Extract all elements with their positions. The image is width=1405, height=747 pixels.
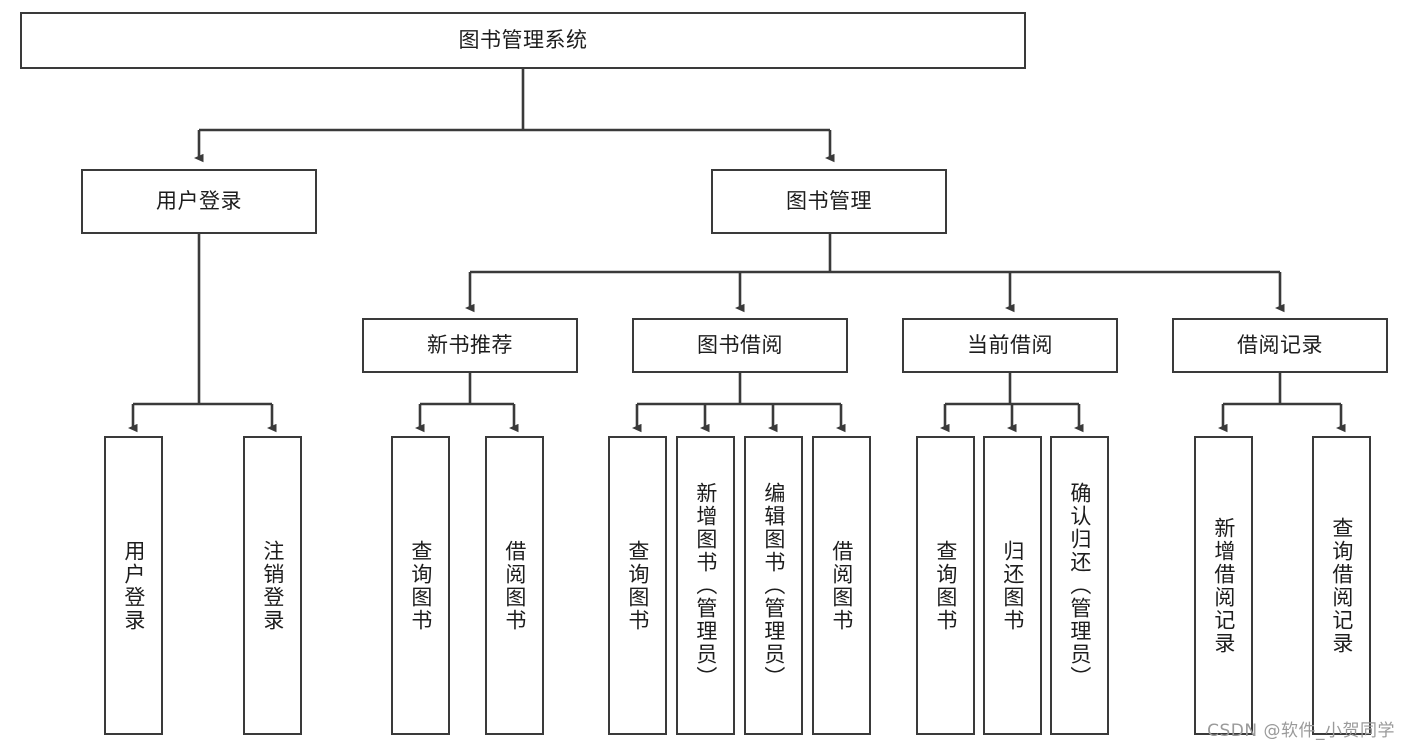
leaf-current-borrow-return[interactable]: 归还图书 xyxy=(983,436,1042,735)
leaf-current-borrow-confirm-return[interactable]: 确认归还（管理员） xyxy=(1050,436,1109,735)
watermark-text: CSDN @软件_小贺同学 xyxy=(1207,721,1395,741)
leaf-user-login-login[interactable]: 用户登录 xyxy=(104,436,163,735)
leaf-label: 查询图书 xyxy=(933,539,958,632)
leaf-new-book-query[interactable]: 查询图书 xyxy=(391,436,450,735)
leaf-new-book-borrow[interactable]: 借阅图书 xyxy=(485,436,544,735)
leaf-book-borrow-borrow[interactable]: 借阅图书 xyxy=(812,436,871,735)
leaf-user-login-logout[interactable]: 注销登录 xyxy=(243,436,302,735)
leaf-label: 注销登录 xyxy=(260,539,285,632)
node-new-book-recommend-label: 新书推荐 xyxy=(427,333,513,358)
leaf-label: 新增借阅记录 xyxy=(1211,516,1236,655)
node-book-management-label: 图书管理 xyxy=(786,189,872,214)
node-current-borrow[interactable]: 当前借阅 xyxy=(902,318,1118,373)
node-borrow-record[interactable]: 借阅记录 xyxy=(1172,318,1388,373)
node-book-borrow-label: 图书借阅 xyxy=(697,333,783,358)
leaf-label: 借阅图书 xyxy=(829,539,854,632)
leaf-label: 用户登录 xyxy=(121,539,146,632)
leaf-borrow-record-add[interactable]: 新增借阅记录 xyxy=(1194,436,1253,735)
leaf-book-borrow-edit[interactable]: 编辑图书（管理员） xyxy=(744,436,803,735)
node-user-login[interactable]: 用户登录 xyxy=(81,169,317,234)
node-current-borrow-label: 当前借阅 xyxy=(967,333,1053,358)
node-new-book-recommend[interactable]: 新书推荐 xyxy=(362,318,578,373)
node-book-management[interactable]: 图书管理 xyxy=(711,169,947,234)
leaf-borrow-record-query[interactable]: 查询借阅记录 xyxy=(1312,436,1371,735)
node-book-borrow[interactable]: 图书借阅 xyxy=(632,318,848,373)
leaf-label: 新增图书（管理员） xyxy=(693,482,718,689)
leaf-label: 编辑图书（管理员） xyxy=(761,482,786,689)
leaf-label: 归还图书 xyxy=(1000,539,1025,632)
leaf-book-borrow-add[interactable]: 新增图书（管理员） xyxy=(676,436,735,735)
node-borrow-record-label: 借阅记录 xyxy=(1237,333,1323,358)
node-root[interactable]: 图书管理系统 xyxy=(20,12,1026,69)
leaf-label: 借阅图书 xyxy=(502,539,527,632)
node-root-label: 图书管理系统 xyxy=(458,28,588,53)
leaf-current-borrow-query[interactable]: 查询图书 xyxy=(916,436,975,735)
node-user-login-label: 用户登录 xyxy=(156,189,242,214)
leaf-label: 查询借阅记录 xyxy=(1329,516,1354,655)
leaf-label: 查询图书 xyxy=(408,539,433,632)
leaf-book-borrow-query[interactable]: 查询图书 xyxy=(608,436,667,735)
leaf-label: 查询图书 xyxy=(625,539,650,632)
leaf-label: 确认归还（管理员） xyxy=(1067,482,1092,689)
